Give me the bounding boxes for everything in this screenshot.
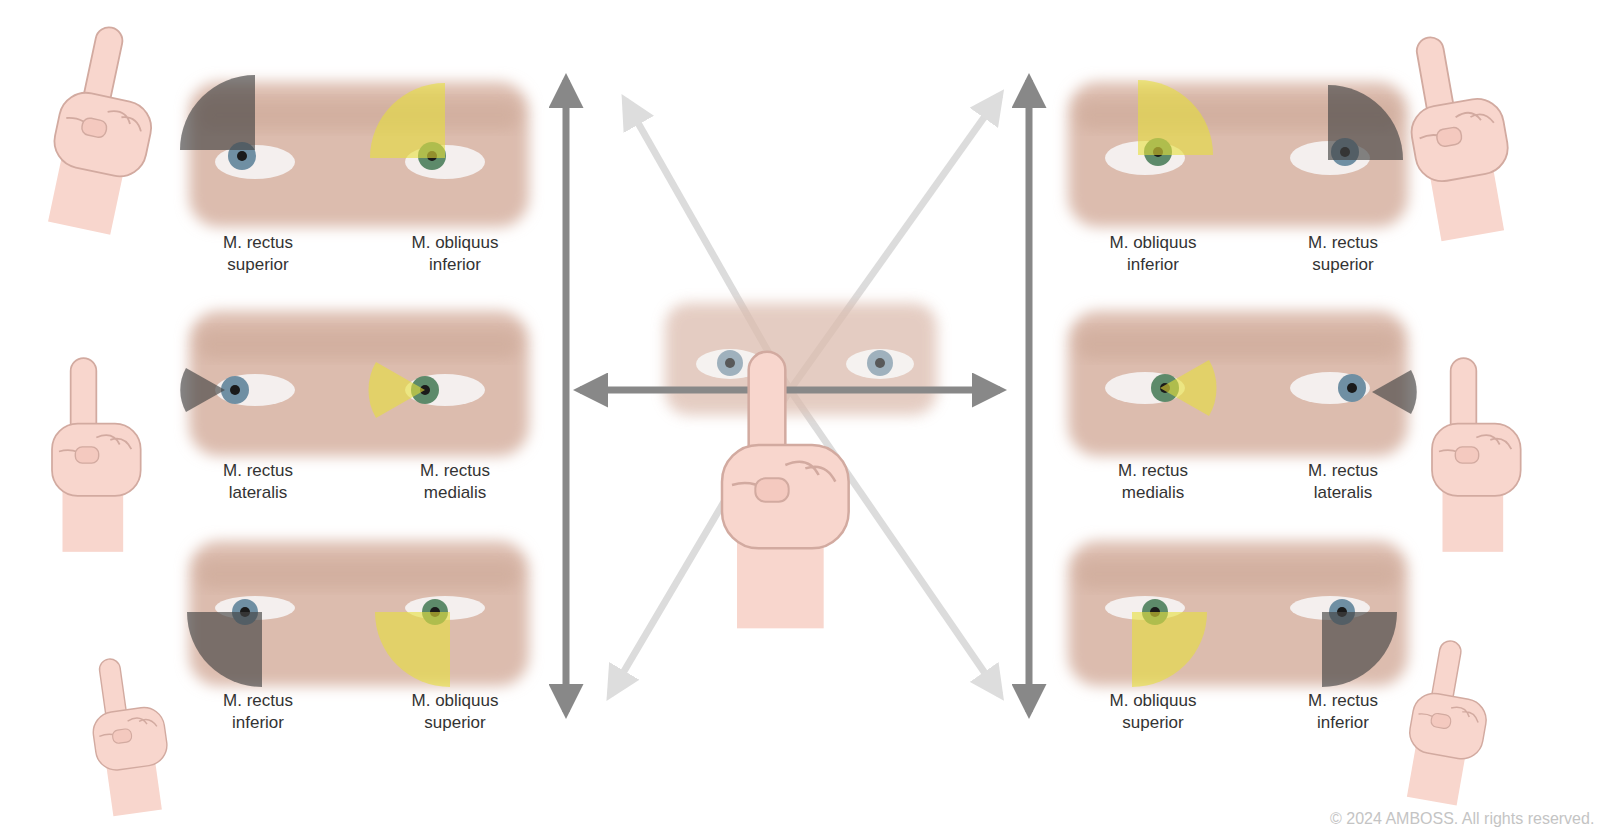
muscle-label: M. rectus superior: [1284, 232, 1402, 276]
muscle-label: M. rectus superior: [199, 232, 317, 276]
muscle-label: M. obliquus inferior: [1094, 232, 1212, 276]
muscle-label: M. rectus lateralis: [1284, 460, 1402, 504]
muscle-label: M. obliquus superior: [396, 690, 514, 734]
muscle-label: M. rectus lateralis: [199, 460, 317, 504]
muscle-label: M. obliquus inferior: [396, 232, 514, 276]
muscle-label: M. rectus inferior: [1284, 690, 1402, 734]
muscle-label: M. rectus inferior: [199, 690, 317, 734]
copyright-note: © 2024 AMBOSS. All rights reserved.: [1330, 810, 1594, 828]
muscle-label: M. obliquus superior: [1094, 690, 1212, 734]
muscle-label: M. rectus medialis: [1094, 460, 1212, 504]
muscle-label: M. rectus medialis: [396, 460, 514, 504]
